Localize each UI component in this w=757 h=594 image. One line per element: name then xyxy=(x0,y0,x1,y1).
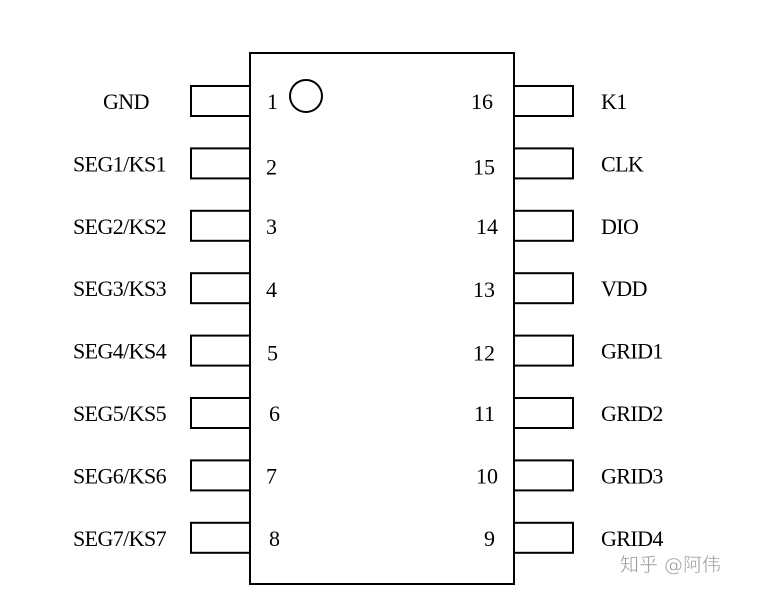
pin-11-lead xyxy=(513,397,574,429)
pin-9-lead xyxy=(513,521,574,554)
pin-11-label: GRID2 xyxy=(601,401,663,426)
pin-9-number: 9 xyxy=(484,526,495,551)
pin-15-label: CLK xyxy=(601,151,644,176)
pin-3-number: 3 xyxy=(266,214,277,239)
pin-5-label: SEG4/KS4 xyxy=(73,339,167,364)
pin-7-label: SEG6/KS6 xyxy=(73,463,167,488)
pin-13-lead xyxy=(513,272,574,305)
pin-10-label: GRID3 xyxy=(601,463,663,488)
pin-8-label: SEG7/KS7 xyxy=(73,526,167,551)
pin-16-number: 16 xyxy=(471,89,493,114)
pin-11-number: 11 xyxy=(474,401,495,426)
pin-14: DIO 14 xyxy=(476,209,639,242)
pin-2-number: 2 xyxy=(266,154,277,179)
pin-10: GRID3 10 xyxy=(476,459,664,492)
pin-6-lead xyxy=(190,397,251,429)
pin-16: K1 16 xyxy=(471,85,627,117)
chip-body xyxy=(249,52,515,585)
pin-3-lead xyxy=(190,209,251,242)
pin-5-lead xyxy=(190,334,251,367)
pin-4-lead xyxy=(190,272,251,305)
pin-13-label: VDD xyxy=(601,276,647,301)
pin-9: GRID4 9 xyxy=(484,521,664,554)
pin-2: SEG1/KS1 2 xyxy=(73,147,277,180)
pin-13-number: 13 xyxy=(473,277,495,302)
pin-6: SEG5/KS5 6 xyxy=(73,397,280,429)
pin-15-lead xyxy=(513,147,574,180)
pin-3-label: SEG2/KS2 xyxy=(73,214,166,239)
pin-5: SEG4/KS4 5 xyxy=(73,334,278,367)
pin-14-lead xyxy=(513,209,574,242)
pin-13: VDD 13 xyxy=(473,272,647,305)
pin-2-lead xyxy=(190,147,251,180)
pin-12-label: GRID1 xyxy=(601,339,663,364)
pin-8-number: 8 xyxy=(269,526,280,551)
pin-16-label: K1 xyxy=(601,89,627,114)
pin-8: SEG7/KS7 8 xyxy=(73,521,280,554)
pin-4: SEG3/KS3 4 xyxy=(73,272,277,305)
pin-4-number: 4 xyxy=(266,277,277,302)
pin-15-number: 15 xyxy=(473,154,495,179)
pin-6-label: SEG5/KS5 xyxy=(73,401,167,426)
pin-5-number: 5 xyxy=(267,341,278,366)
pin-1-number: 1 xyxy=(267,89,278,114)
pin-7: SEG6/KS6 7 xyxy=(73,459,277,492)
pin-10-lead xyxy=(513,459,574,492)
pin-14-number: 14 xyxy=(476,214,498,239)
pin-4-label: SEG3/KS3 xyxy=(73,276,167,301)
pin-6-number: 6 xyxy=(269,401,280,426)
pin-10-number: 10 xyxy=(476,463,498,488)
pin-3: SEG2/KS2 3 xyxy=(73,209,277,242)
watermark-text: 知乎 @阿伟 xyxy=(620,554,721,576)
pin-9-label: GRID4 xyxy=(601,526,663,551)
pin-8-lead xyxy=(190,521,251,554)
pin-1-orientation-mark xyxy=(289,79,323,113)
pin-12: GRID1 12 xyxy=(473,334,663,367)
pin-1-lead xyxy=(190,85,251,117)
pin-7-lead xyxy=(190,459,251,492)
pin-2-label: SEG1/KS1 xyxy=(73,151,166,176)
pin-14-label: DIO xyxy=(601,214,638,239)
pin-1-label: GND xyxy=(103,89,149,114)
pin-1: GND 1 xyxy=(103,85,278,117)
pin-7-number: 7 xyxy=(266,463,277,488)
pin-16-lead xyxy=(513,85,574,117)
pin-12-number: 12 xyxy=(473,341,495,366)
pin-15: CLK 15 xyxy=(473,147,645,180)
pin-11: GRID2 11 xyxy=(474,397,663,429)
pin-12-lead xyxy=(513,334,574,367)
